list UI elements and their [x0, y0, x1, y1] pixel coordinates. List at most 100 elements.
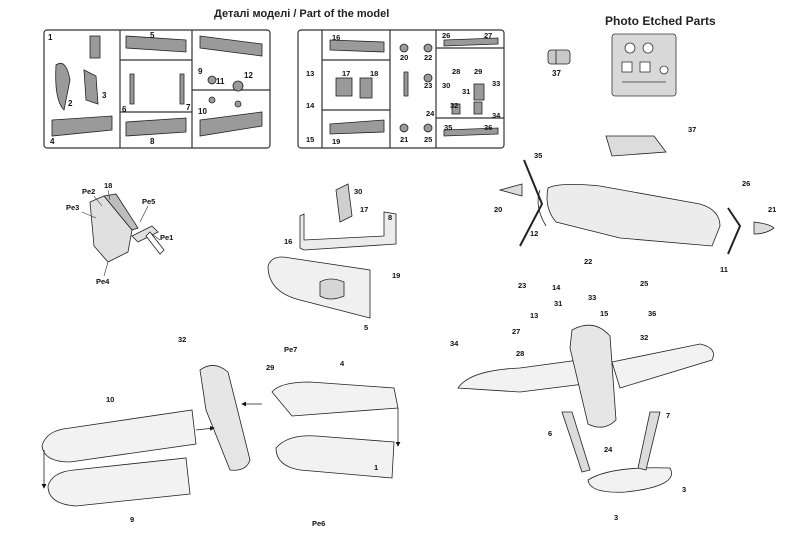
wing-label-4: 4 — [340, 359, 345, 368]
wing-assembly — [41, 365, 399, 507]
sprue1-label-2: 2 — [68, 99, 73, 108]
final-label-group: 22 23 14 3 3 31 25 13 15 36 27 34 32 28 7… — [450, 257, 686, 522]
sprue2-label-33: 33 — [492, 79, 500, 88]
sprue2-label-31: 31 — [462, 87, 470, 96]
sprue2-label-28: 28 — [452, 67, 460, 76]
final-label-34: 34 — [450, 339, 459, 348]
wing-label-1: 1 — [374, 463, 378, 472]
wing-label-pe7: Pe7 — [284, 345, 297, 354]
sprue2-label-25: 25 — [424, 135, 432, 144]
fuselage-label-group: 37 35 26 20 12 11 21 — [494, 125, 776, 274]
final-label-14: 14 — [552, 283, 561, 292]
final-label-22: 22 — [584, 257, 592, 266]
final-label-24: 24 — [604, 445, 613, 454]
sprue1-label-10: 10 — [198, 107, 207, 116]
wing-label-group: 32 Pe7 29 4 10 1 9 Pe6 — [106, 335, 378, 528]
cockpit-label-5: 5 — [364, 323, 368, 332]
cockpit-label-19: 19 — [392, 271, 400, 280]
wing-label-32: 32 — [178, 335, 186, 344]
sprue1-label-4: 4 — [50, 137, 55, 146]
sprue2-label-34: 34 — [492, 111, 501, 120]
sprue1-label-8: 8 — [150, 137, 155, 146]
wing-label-9: 9 — [130, 515, 134, 524]
sprue1-label-11: 11 — [216, 77, 225, 86]
seat-label-pe5: Pe5 — [142, 197, 155, 206]
sprue2-label-35: 35 — [444, 123, 452, 132]
fuselage-half — [267, 256, 371, 319]
sprue1-label-12: 12 — [244, 71, 253, 80]
sprue1-parts — [51, 35, 263, 137]
sprue2-label-24: 24 — [426, 109, 435, 118]
fuselage-label-20: 20 — [494, 205, 502, 214]
pe-fret — [611, 33, 677, 97]
final-assembly — [457, 324, 714, 493]
seat-label-18: 18 — [104, 181, 112, 190]
final-label-28: 28 — [516, 349, 524, 358]
sprue1-label-5: 5 — [150, 31, 155, 40]
sprue-frame-2 — [297, 29, 505, 149]
fuselage-assembly — [498, 135, 775, 255]
fuselage-label-11: 11 — [720, 265, 728, 274]
sprue1-label-1: 1 — [48, 33, 53, 42]
final-label-13: 13 — [530, 311, 538, 320]
cockpit-label-30: 30 — [354, 187, 362, 196]
fuselage-label-21: 21 — [768, 205, 776, 214]
sprue2-label-20: 20 — [400, 53, 408, 62]
sprue2-label-15: 15 — [306, 135, 314, 144]
wing-label-10: 10 — [106, 395, 114, 404]
sprue2-label-19: 19 — [332, 137, 340, 146]
wing-label-29: 29 — [266, 363, 274, 372]
sprue2-label-16: 16 — [332, 33, 340, 42]
final-label-32: 32 — [640, 333, 648, 342]
sprue2-label-21: 21 — [400, 135, 408, 144]
sprue2-label-30: 30 — [442, 81, 450, 90]
sprue2-label-14: 14 — [306, 101, 315, 110]
sprue1-label-7: 7 — [186, 103, 191, 112]
final-label-31: 31 — [554, 299, 562, 308]
part-37-label: 37 — [552, 69, 561, 78]
seat-label-pe2: Pe2 — [82, 187, 95, 196]
photo-etched-header: Photo Etched Parts — [605, 14, 716, 28]
final-label-23: 23 — [518, 281, 526, 290]
cockpit-label-16: 16 — [284, 237, 292, 246]
sprue1-label-group: 1 2 3 4 5 6 7 8 9 10 11 12 — [48, 31, 253, 146]
sprue2-label-32: 32 — [450, 101, 458, 110]
part-37-canopy — [547, 49, 571, 65]
seat-label-pe1: Pe1 — [160, 233, 173, 242]
seat-label-group: 18 Pe2 Pe3 Pe5 Pe1 Pe4 — [66, 181, 173, 286]
sprue2-label-36: 36 — [484, 123, 492, 132]
fuselage-label-35: 35 — [534, 151, 542, 160]
final-label-3b: 3 — [614, 513, 618, 522]
final-label-36: 36 — [648, 309, 656, 318]
cockpit-label-group: 30 17 8 16 19 5 — [284, 187, 400, 332]
cockpit-label-17: 17 — [360, 205, 368, 214]
seat-label-pe4: Pe4 — [96, 277, 110, 286]
final-label-15: 15 — [600, 309, 608, 318]
wing-arrows — [41, 401, 401, 489]
cockpit-floor — [299, 183, 397, 251]
final-label-3a: 3 — [682, 485, 686, 494]
seat-leaders — [81, 189, 161, 277]
final-label-25: 25 — [640, 279, 648, 288]
sprue2-label-23: 23 — [424, 81, 432, 90]
sprue2-label-13: 13 — [306, 69, 314, 78]
sprue2-label-22: 22 — [424, 53, 432, 62]
sprue1-label-9: 9 — [198, 67, 203, 76]
sprue2-parts — [329, 37, 499, 137]
seat-label-pe3: Pe3 — [66, 203, 79, 212]
sprue1-label-6: 6 — [122, 105, 127, 114]
wing-label-pe6: Pe6 — [312, 519, 325, 528]
fuselage-label-26: 26 — [742, 179, 750, 188]
sprue2-label-29: 29 — [474, 67, 482, 76]
sprue2-label-group: 13 14 15 16 17 18 19 20 21 22 23 24 25 2… — [306, 31, 501, 146]
model-parts-header: Деталі моделі / Part of the model — [214, 8, 390, 20]
sprue2-label-26: 26 — [442, 31, 450, 40]
final-label-6: 6 — [548, 429, 552, 438]
sprue1-label-3: 3 — [102, 91, 107, 100]
fuselage-label-37: 37 — [688, 125, 696, 134]
sprue2-label-18: 18 — [370, 69, 378, 78]
final-label-27: 27 — [512, 327, 520, 336]
final-label-7: 7 — [666, 411, 670, 420]
